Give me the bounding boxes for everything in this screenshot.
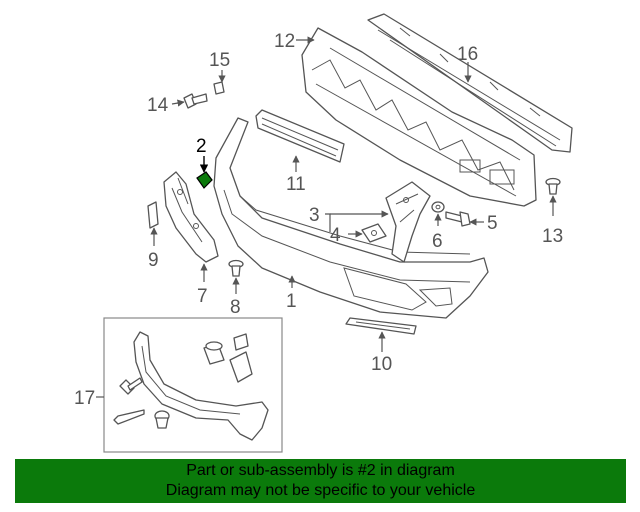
- push-pin-part[interactable]: [228, 259, 244, 277]
- callout-12: 12: [274, 31, 295, 52]
- callout-9: 9: [148, 250, 159, 271]
- callout-15: 15: [209, 50, 230, 71]
- energy-absorber-part[interactable]: [301, 27, 537, 207]
- rivet-part[interactable]: [113, 409, 145, 425]
- callout-4: 4: [330, 225, 341, 246]
- banner-disclaimer: Diagram may not be specific to your vehi…: [165, 482, 476, 499]
- callout-13: 13: [542, 226, 563, 247]
- lower-deflector-part[interactable]: [345, 317, 417, 335]
- callout-6: 6: [432, 231, 443, 252]
- inset-box: [103, 317, 283, 453]
- bolt-part[interactable]: [445, 211, 471, 227]
- highlighted-part-2[interactable]: [196, 171, 213, 189]
- clip-part[interactable]: [233, 333, 249, 351]
- bumper-cover-part[interactable]: [213, 117, 489, 319]
- nut-part[interactable]: [213, 81, 225, 95]
- callout-3: 3: [309, 205, 320, 226]
- callout-labels: 1 2 3 4 5 6 7 8 9 10 11 12 13 14 15 16 1…: [74, 31, 563, 409]
- callout-2: 2: [196, 136, 207, 157]
- pin-part[interactable]: [154, 410, 170, 429]
- callout-5: 5: [487, 213, 498, 234]
- mounting-bracket-part[interactable]: [385, 181, 431, 263]
- side-clip-part[interactable]: [147, 201, 159, 229]
- callout-7: 7: [197, 286, 208, 307]
- spacer-part[interactable]: [203, 341, 225, 365]
- washer-part[interactable]: [431, 201, 445, 213]
- bolt-part[interactable]: [183, 93, 208, 109]
- push-pin-part[interactable]: [545, 177, 561, 195]
- callout-14: 14: [147, 95, 169, 116]
- leader-lines: [96, 36, 557, 398]
- callout-8: 8: [230, 297, 241, 318]
- bracket-part[interactable]: [229, 351, 253, 383]
- screw-part[interactable]: [119, 377, 143, 395]
- callout-1: 1: [286, 291, 297, 312]
- callout-17: 17: [74, 388, 95, 409]
- callout-10: 10: [371, 354, 392, 375]
- side-bracket-part[interactable]: [163, 171, 219, 263]
- callout-11: 11: [286, 174, 306, 195]
- banner-part-message: Part or sub-assembly is #2 in diagram: [186, 462, 455, 479]
- valance-kit-part[interactable]: [133, 331, 269, 441]
- reinforcement-beam-part[interactable]: [367, 13, 573, 153]
- info-banner: Part or sub-assembly is #2 in diagram Di…: [15, 459, 626, 503]
- callout-16: 16: [457, 44, 478, 65]
- upper-bracket-part[interactable]: [255, 109, 345, 163]
- bracket-plate-part[interactable]: [361, 223, 387, 243]
